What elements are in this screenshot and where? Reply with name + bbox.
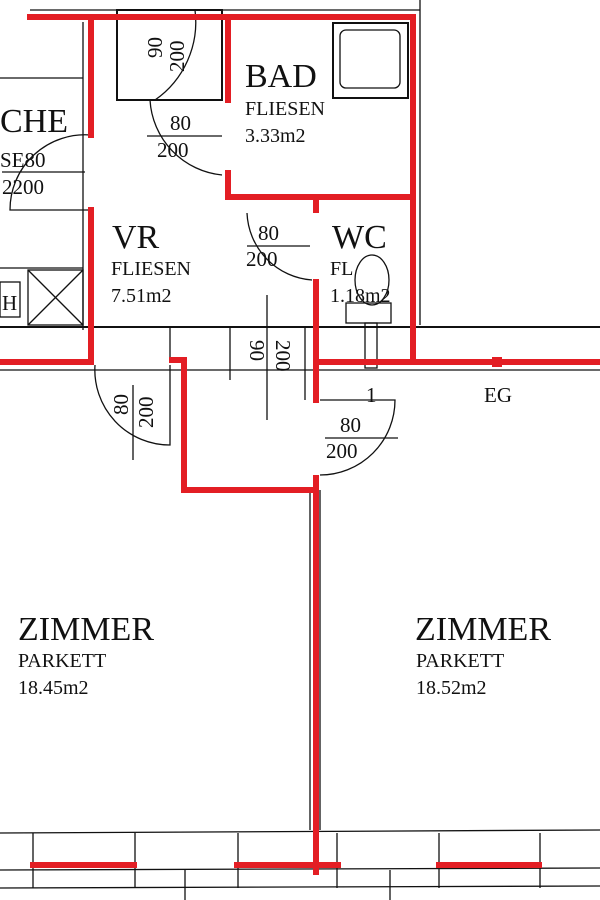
- room-floor-vr: FLIESEN: [111, 258, 191, 280]
- room-name-wc: WC: [332, 219, 387, 256]
- door-zimmer-right-width: 80: [340, 413, 361, 437]
- room-area-bad: 3.33m2: [245, 125, 306, 147]
- door-kueche-height: 2200: [2, 175, 44, 199]
- highlighted-walls: [0, 14, 600, 875]
- door-zimmer-right-height: 200: [326, 439, 358, 463]
- door-wc-height: 200: [246, 247, 278, 271]
- room-area-zimmer-left: 18.45m2: [18, 677, 89, 699]
- room-floor-zimmer-right: PARKETT: [416, 650, 504, 672]
- room-floor-bad: FLIESEN: [245, 98, 325, 120]
- door-zimmer-left-height: 200: [134, 397, 158, 429]
- stair-number: 1: [366, 383, 377, 407]
- door-kueche-width: SE80: [0, 148, 46, 172]
- room-name-zimmer-right: ZIMMER: [415, 611, 551, 648]
- room-floor-wc: FL: [330, 258, 353, 280]
- door-zimmer-left-width: 80: [109, 394, 133, 415]
- floor-level-label: EG: [484, 383, 512, 407]
- door-entry-height: 200: [165, 41, 189, 73]
- room-area-vr: 7.51m2: [111, 285, 172, 307]
- door-closet-height: 200: [271, 340, 295, 372]
- door-entry-width: 90: [143, 37, 167, 58]
- room-name-zimmer-left: ZIMMER: [18, 611, 154, 648]
- room-area-zimmer-right: 18.52m2: [416, 677, 487, 699]
- door-bad-height: 200: [157, 138, 189, 162]
- room-floor-zimmer-left: PARKETT: [18, 650, 106, 672]
- heater-label: H: [2, 291, 17, 315]
- door-swings: [2, 9, 398, 476]
- room-name-vr: VR: [112, 219, 160, 256]
- room-name-kueche: CHE: [0, 103, 68, 140]
- door-bad-width: 80: [170, 111, 191, 135]
- room-name-bad: BAD: [245, 58, 317, 95]
- room-area-wc: 1.18m2: [330, 285, 391, 307]
- door-wc-width: 80: [258, 221, 279, 245]
- door-closet-width: 90: [245, 340, 269, 361]
